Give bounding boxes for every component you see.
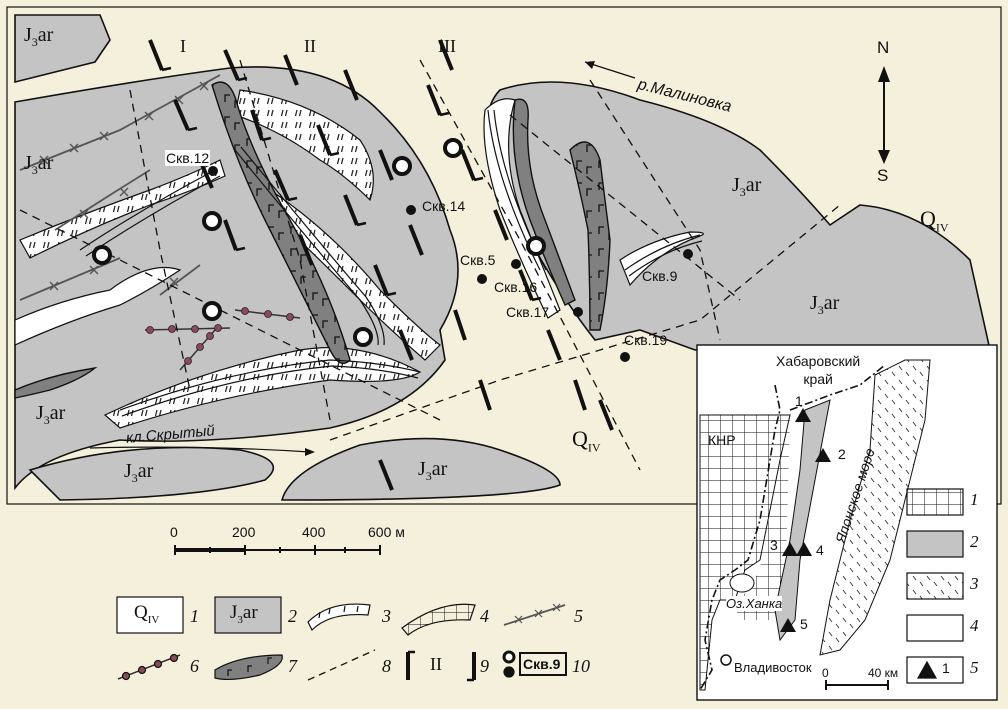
legend-1-swatch	[116, 596, 184, 634]
inset-site-3: 3	[770, 537, 778, 553]
dyke-band-7	[619, 231, 704, 287]
unit-label-east: J3ar	[732, 174, 762, 199]
dyke-band-2	[14, 266, 182, 346]
inset-border	[699, 384, 781, 691]
legend-4-number: 4	[480, 606, 489, 626]
j3ar-body-northwest	[14, 14, 111, 84]
dotted-lines	[144, 307, 301, 371]
map-frame	[6, 6, 1002, 505]
unit-label-southwest-b: J3ar	[124, 460, 154, 485]
legend-6-swatch	[117, 653, 181, 681]
creek-skrytyi-line	[89, 446, 311, 453]
legend-1-sample: QIV	[134, 602, 160, 626]
inset-legend-triangle-label: 1	[942, 660, 950, 676]
legend-3-number: 3	[382, 606, 391, 626]
scale-bar	[174, 545, 381, 555]
legend-2-number: 2	[288, 606, 297, 626]
inset-site-5: 5	[800, 616, 808, 632]
legend-9-swatch	[406, 650, 476, 682]
cross-lines	[19, 74, 221, 301]
quaternary-label-s: QIV	[572, 426, 601, 455]
inset-legend-2-number: 2	[970, 532, 979, 551]
legend-8-swatch	[307, 649, 376, 681]
legend-2-sample: J3ar	[230, 602, 258, 626]
borehole-label-5: Скв.5	[460, 252, 496, 268]
legend-7-swatch	[214, 654, 283, 681]
borehole-filled-markers	[208, 166, 693, 362]
borehole-label-19: Скв.19	[624, 332, 668, 348]
inset-legend-swatches	[906, 488, 964, 684]
dyke-texture	[20, 90, 440, 428]
section-label-iii: III	[438, 36, 456, 56]
unit-label-west: J3ar	[24, 152, 54, 177]
unit-label-south: J3ar	[418, 458, 448, 483]
j3ar-body-south	[280, 437, 561, 501]
inset-site-2: 2	[838, 446, 846, 462]
legend-5-number: 5	[574, 606, 583, 626]
borehole-open-markers	[92, 138, 546, 347]
borehole-label-14: Скв.14	[422, 198, 466, 214]
legend-1-number: 1	[190, 606, 199, 626]
inset-legend-3-number: 3	[970, 574, 979, 593]
inset-scale-40: 40 км	[868, 666, 899, 680]
north-label: N	[877, 38, 890, 57]
legend-7-number: 7	[288, 656, 297, 676]
inset-tick-region	[819, 359, 931, 656]
legend-10-swatch	[502, 650, 567, 678]
borehole-label-16: Скв.16	[494, 279, 538, 295]
legend-10-sample-label: Скв.9	[523, 656, 561, 672]
inset-vladivostok-label: Владивосток	[734, 660, 812, 675]
scale-tick-0: 0	[170, 524, 178, 540]
gabbro-body-west	[14, 366, 98, 399]
river-malinovka-arrowhead	[585, 61, 595, 69]
inset-vladivostok-dot	[720, 654, 732, 666]
inset-legend-1-number: 1	[970, 490, 979, 509]
borehole-label-12: Скв.12	[165, 150, 211, 166]
quaternary-label-ne: QIV	[920, 206, 949, 235]
inset-legend-4-number: 4	[970, 616, 979, 635]
fault-ticks	[161, 66, 542, 302]
inset-site-markers	[780, 408, 831, 632]
legend-3-swatch	[307, 603, 371, 632]
inset-china-label: КНР	[708, 432, 736, 448]
unit-label-southeast: J3ar	[810, 292, 840, 317]
inset-site-1: 1	[795, 393, 803, 409]
inset-lake-khanka	[729, 573, 755, 593]
inset-lake-label: Оз.Ханка	[726, 596, 783, 611]
j3ar-body-southwest	[28, 446, 275, 501]
creek-skrytyi-arrowhead	[305, 448, 315, 456]
borehole-label-17: Скв.17	[506, 304, 550, 320]
unit-label-southwest-a: J3ar	[36, 402, 66, 427]
cross-marks	[39, 81, 209, 291]
gabbro-body-east-1	[512, 98, 576, 306]
borehole-label-9: Скв.9	[642, 268, 678, 284]
legend-2-swatch	[214, 596, 282, 634]
south-label: S	[877, 166, 889, 185]
legend-4-swatch	[401, 603, 476, 636]
j3ar-body-east	[485, 81, 991, 351]
inset-scale-0: 0	[822, 666, 829, 680]
inset-site-4: 4	[816, 542, 824, 558]
legend-9-numeral: II	[430, 654, 442, 674]
unit-label-nw: J3ar	[24, 24, 54, 49]
scale-tick-400: 400	[302, 524, 326, 540]
scale-tick-600: 600 м	[368, 524, 405, 540]
gabbro-texture	[212, 82, 610, 364]
legend-5-swatch	[503, 603, 566, 626]
section-label-i: I	[180, 36, 186, 56]
scale-tick-200: 200	[232, 524, 256, 540]
section-label-ii: II	[304, 36, 316, 56]
thick-faults	[148, 39, 614, 491]
inset-scale-bar	[825, 680, 889, 690]
legend-9-number: 9	[480, 656, 489, 676]
inset-legend-5-number: 5	[970, 658, 979, 677]
legend-10-number: 10	[572, 656, 590, 676]
legend-6-number: 6	[190, 656, 199, 676]
inset-map	[696, 344, 998, 701]
legend-swatches	[116, 596, 567, 682]
legend-8-number: 8	[382, 656, 391, 676]
north-arrow	[878, 66, 890, 164]
